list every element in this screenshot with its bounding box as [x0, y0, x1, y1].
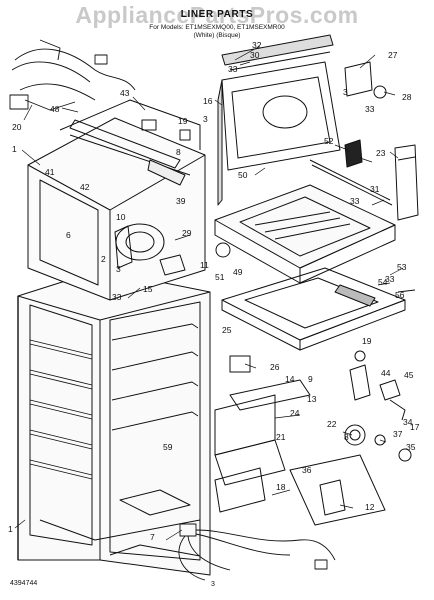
callout-c27: 27 [388, 50, 398, 60]
callout-c3b: 3 [203, 114, 208, 124]
callout-c12: 12 [365, 502, 375, 512]
callout-c22: 22 [327, 419, 337, 429]
callout-c39: 39 [176, 196, 186, 206]
callout-c3c: 3 [116, 264, 121, 274]
callout-c56: 56 [395, 290, 405, 300]
callout-c3a: 3 [343, 87, 348, 97]
callout-c41: 41 [45, 167, 55, 177]
callout-c42: 42 [80, 182, 90, 192]
callout-c49: 49 [233, 267, 243, 277]
callout-c14: 14 [285, 374, 295, 384]
cross-bar-bracket [69, 119, 191, 186]
callout-c48: 48 [50, 104, 60, 114]
document-number: 4394744 [10, 580, 38, 587]
wire-harness-bottom [178, 523, 336, 581]
shelf-frame [221, 267, 416, 351]
control-components [309, 61, 419, 221]
callout-c30: 30 [250, 50, 260, 60]
watermark: AppliancePartsPros.com [75, 2, 359, 28]
lower-components [214, 350, 412, 526]
callout-c51: 51 [215, 272, 225, 282]
callout-c33b: 33 [365, 104, 375, 114]
callout-c33e: 33 [112, 292, 122, 302]
callout-c6: 6 [66, 230, 71, 240]
callout-c52: 52 [324, 136, 334, 146]
page-number: 3 [211, 581, 215, 588]
callout-c2: 2 [101, 254, 106, 264]
callout-c21: 21 [276, 432, 286, 442]
callout-c24: 24 [290, 408, 300, 418]
callout-c16: 16 [203, 96, 213, 106]
callout-c20: 20 [12, 122, 22, 132]
callout-c8: 8 [176, 147, 181, 157]
callout-c33a: 33 [228, 64, 238, 74]
callout-c59: 59 [163, 442, 173, 452]
callout-c19a: 19 [178, 116, 188, 126]
callout-c36: 36 [302, 465, 312, 475]
callout-c53: 53 [397, 262, 407, 272]
callout-c23: 23 [376, 148, 386, 158]
callout-c34: 34 [403, 417, 413, 427]
model-colors: (White) (Bisque) [193, 32, 241, 39]
callout-c28: 28 [402, 92, 412, 102]
callout-c11: 11 [200, 260, 209, 270]
diagram-title: LINER PARTS [180, 9, 254, 20]
callout-c33d: 33 [385, 274, 395, 284]
freezer-liner [27, 99, 206, 301]
callout-c54: 54 [378, 277, 388, 287]
callout-c18: 18 [276, 482, 286, 492]
wire-harness-top [9, 39, 136, 111]
liner-shell [17, 269, 211, 576]
callout-c19b: 19 [362, 336, 372, 346]
callout-c8b: 8 [344, 432, 349, 442]
callout-c10: 10 [116, 212, 126, 222]
callout-leaders [14, 45, 404, 541]
callout-c29: 29 [182, 228, 192, 238]
callout-c33c: 33 [350, 196, 360, 206]
callout-c7: 7 [150, 532, 155, 542]
callout-c17: 17 [410, 422, 420, 432]
callout-c31: 31 [370, 184, 380, 194]
callout-c44: 44 [381, 368, 391, 378]
crisper-shelf [214, 184, 396, 284]
callout-c15: 15 [143, 284, 153, 294]
callout-c32: 32 [252, 40, 262, 50]
callout-c35: 35 [406, 442, 416, 452]
callout-c45: 45 [404, 370, 414, 380]
callout-c1b: 1 [8, 524, 13, 534]
callout-c9: 9 [308, 374, 313, 384]
callout-c25: 25 [222, 325, 232, 335]
callout-c43: 43 [120, 88, 130, 98]
callout-c50: 50 [238, 170, 248, 180]
callout-c13: 13 [307, 394, 317, 404]
callout-c26: 26 [270, 362, 280, 372]
callout-c37: 37 [393, 429, 403, 439]
crisper-cover-frame [217, 34, 341, 206]
model-numbers: For Models: ET1MSEXMQ00, ET1MSEXMR00 [149, 24, 285, 31]
callout-c1a: 1 [12, 144, 17, 154]
